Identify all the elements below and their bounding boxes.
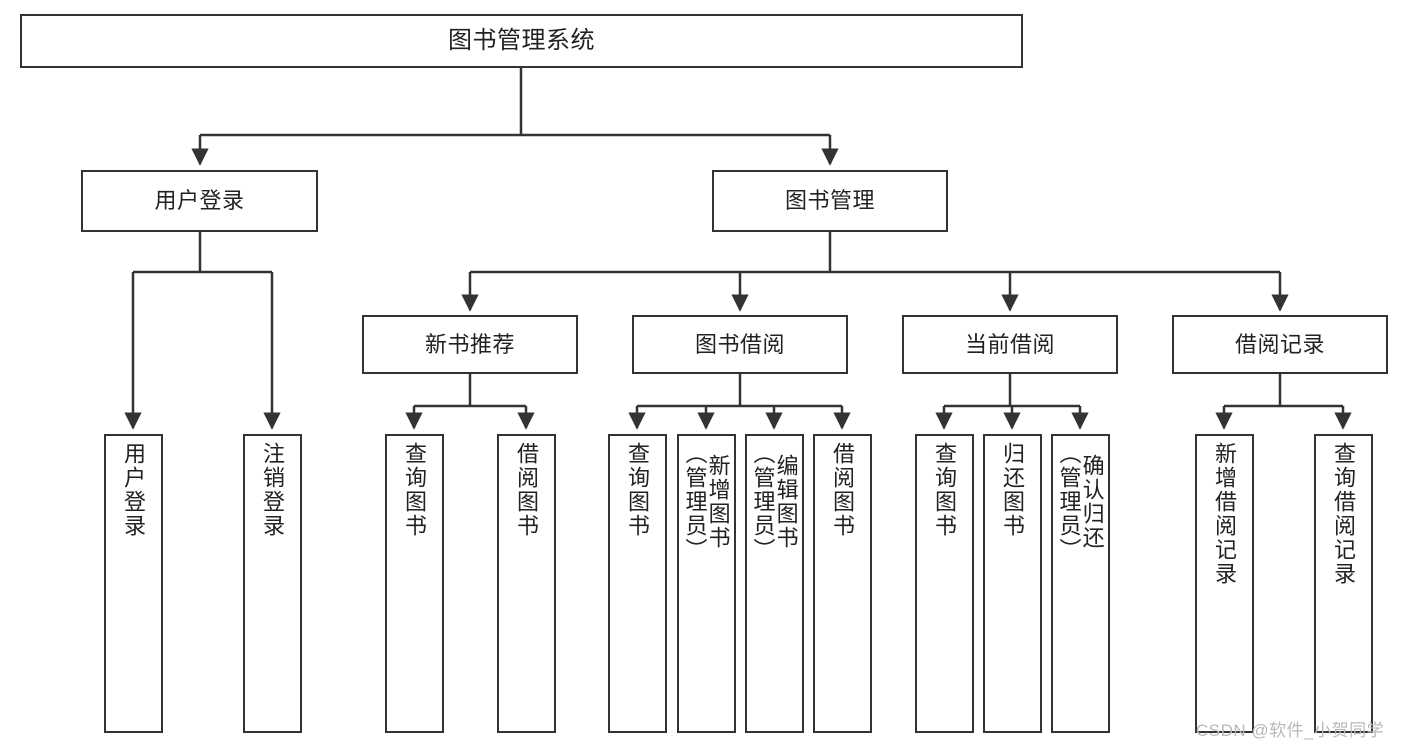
leaf-user-login-logout[interactable]: 注销登录 xyxy=(243,434,302,733)
leaf-borrow-records-query[interactable]: 查询借阅记录 xyxy=(1314,434,1373,733)
leaf-current-borrow-return[interactable]: 归还图书 xyxy=(983,434,1042,733)
leaf-current-borrow-confirm-return[interactable]: 确认归还 （管理员） xyxy=(1051,434,1110,733)
node-label: 归还图书 xyxy=(1000,442,1026,538)
node-user-login[interactable]: 用户登录 xyxy=(81,170,318,232)
node-label: 编辑图书 （管理员） xyxy=(750,442,799,562)
node-label: 查询图书 xyxy=(402,442,428,538)
node-label: 确认归还 （管理员） xyxy=(1056,442,1105,562)
node-label: 图书管理 xyxy=(784,188,875,214)
leaf-borrow-records-add[interactable]: 新增借阅记录 xyxy=(1195,434,1254,733)
node-label: 图书管理系统 xyxy=(448,26,595,54)
node-label: 图书借阅 xyxy=(694,331,785,357)
node-label: 借阅图书 xyxy=(514,442,540,538)
node-root-system[interactable]: 图书管理系统 xyxy=(20,14,1023,68)
node-label: 新增图书 （管理员） xyxy=(682,442,731,562)
node-label: 用户登录 xyxy=(121,442,147,538)
node-label: 借阅图书 xyxy=(830,442,856,538)
watermark: CSDN @软件_小贺同学 xyxy=(1196,721,1385,740)
node-current-borrow[interactable]: 当前借阅 xyxy=(902,315,1118,374)
node-label: 用户登录 xyxy=(154,188,245,214)
node-new-book-recommend[interactable]: 新书推荐 xyxy=(362,315,578,374)
leaf-book-borrow-query[interactable]: 查询图书 xyxy=(608,434,667,733)
node-label: 查询图书 xyxy=(932,442,958,538)
leaf-book-borrow-borrow[interactable]: 借阅图书 xyxy=(813,434,872,733)
node-book-management[interactable]: 图书管理 xyxy=(712,170,948,232)
node-label: 注销登录 xyxy=(260,442,286,538)
leaf-new-book-query[interactable]: 查询图书 xyxy=(385,434,444,733)
leaf-current-borrow-query[interactable]: 查询图书 xyxy=(915,434,974,733)
node-label: 查询图书 xyxy=(625,442,651,538)
leaf-book-borrow-edit[interactable]: 编辑图书 （管理员） xyxy=(745,434,804,733)
node-book-borrow[interactable]: 图书借阅 xyxy=(632,315,848,374)
node-label: 当前借阅 xyxy=(964,331,1055,357)
node-label: 查询借阅记录 xyxy=(1331,442,1357,586)
node-borrow-records[interactable]: 借阅记录 xyxy=(1172,315,1388,374)
node-label: 新书推荐 xyxy=(424,331,515,357)
leaf-new-book-borrow[interactable]: 借阅图书 xyxy=(497,434,556,733)
node-label: 借阅记录 xyxy=(1234,331,1325,357)
leaf-user-login-login[interactable]: 用户登录 xyxy=(104,434,163,733)
leaf-book-borrow-add[interactable]: 新增图书 （管理员） xyxy=(677,434,736,733)
node-label: 新增借阅记录 xyxy=(1212,442,1238,586)
